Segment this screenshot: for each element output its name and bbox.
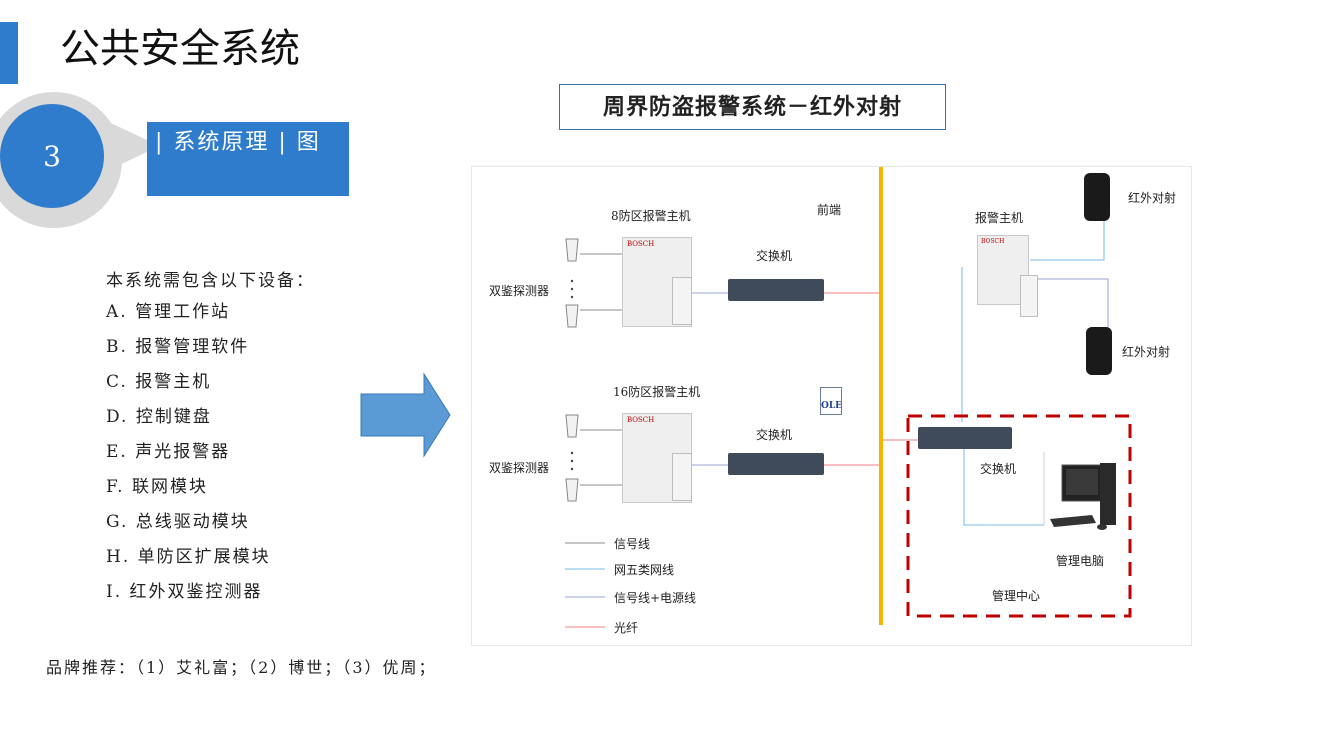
section-number: 3: [0, 104, 104, 208]
alarm-host-label: 报警主机: [975, 211, 1024, 225]
list-item: C. 报警主机: [106, 372, 212, 392]
switch-label: 交换机: [756, 249, 793, 263]
list-item: F. 联网模块: [106, 477, 208, 497]
detector-label: 双鉴探测器: [489, 461, 550, 475]
management-pc-label: 管理电脑: [1056, 554, 1105, 568]
switch-label: 交换机: [756, 428, 793, 442]
right-arrow-icon: [360, 372, 451, 458]
list-item: G. 总线驱动模块: [106, 512, 250, 532]
diagram-title: 周界防盗报警系统－红外对射: [559, 84, 946, 130]
list-item: E. 声光报警器: [106, 442, 231, 462]
dual-detector-icon: [565, 414, 579, 502]
legend-signal-power-line: 信号线+电源线: [614, 591, 697, 605]
page-title: 公共安全系统: [60, 26, 300, 72]
switch-icon: [728, 279, 824, 301]
legend-signal-line: 信号线: [614, 537, 651, 551]
switch-icon: [918, 427, 1012, 449]
keypad-icon: [672, 277, 692, 325]
equipment-intro: 本系统需包含以下设备：: [106, 271, 315, 291]
list-item: B. 报警管理软件: [106, 337, 250, 357]
host8-label: 8防区报警主机: [611, 209, 691, 223]
management-center-border: [906, 414, 1132, 618]
frontend-label: 前端: [817, 203, 842, 217]
dual-detector-icon: [565, 238, 579, 328]
system-diagram: 双鉴探测器 双鉴探测器 8防区报警主机 BOSCH 16防区报警主机 BOSCH…: [471, 166, 1192, 646]
list-item: D. 控制键盘: [106, 407, 212, 427]
brand-recommendation: 品牌推荐：（1）艾礼富；（2）博世；（3）优周；: [46, 658, 437, 677]
equipment-list: A. 管理工作站 B. 报警管理软件 C. 报警主机 D. 控制键盘 E. 声光…: [106, 300, 271, 615]
computer-icon: [1050, 463, 1116, 530]
infrared-label: 红外对射: [1128, 191, 1177, 205]
management-center-label: 管理中心: [992, 589, 1041, 603]
host16-label: 16防区报警主机: [613, 385, 701, 399]
switch-icon: [728, 453, 824, 475]
legend-fiber-line: 光纤: [614, 621, 639, 635]
infrared-label: 红外对射: [1122, 345, 1171, 359]
legend-cat5-line: 网五类网线: [614, 563, 675, 577]
title-accent-bar: [0, 22, 18, 84]
keypad-icon: [672, 453, 692, 501]
infrared-beam-icon: [1086, 327, 1112, 375]
section-label: | 系统原理 | 图: [147, 122, 349, 196]
switch-label: 交换机: [980, 462, 1017, 476]
ole-icon: OLE: [820, 387, 842, 415]
infrared-beam-icon: [1084, 173, 1110, 221]
list-item: I. 红外双鉴控测器: [106, 582, 263, 602]
detector-label: 双鉴探测器: [489, 284, 550, 298]
keypad-icon: [1020, 275, 1038, 317]
list-item: H. 单防区扩展模块: [106, 547, 271, 567]
diagram-lines: [565, 167, 1132, 628]
list-item: A. 管理工作站: [106, 302, 231, 322]
